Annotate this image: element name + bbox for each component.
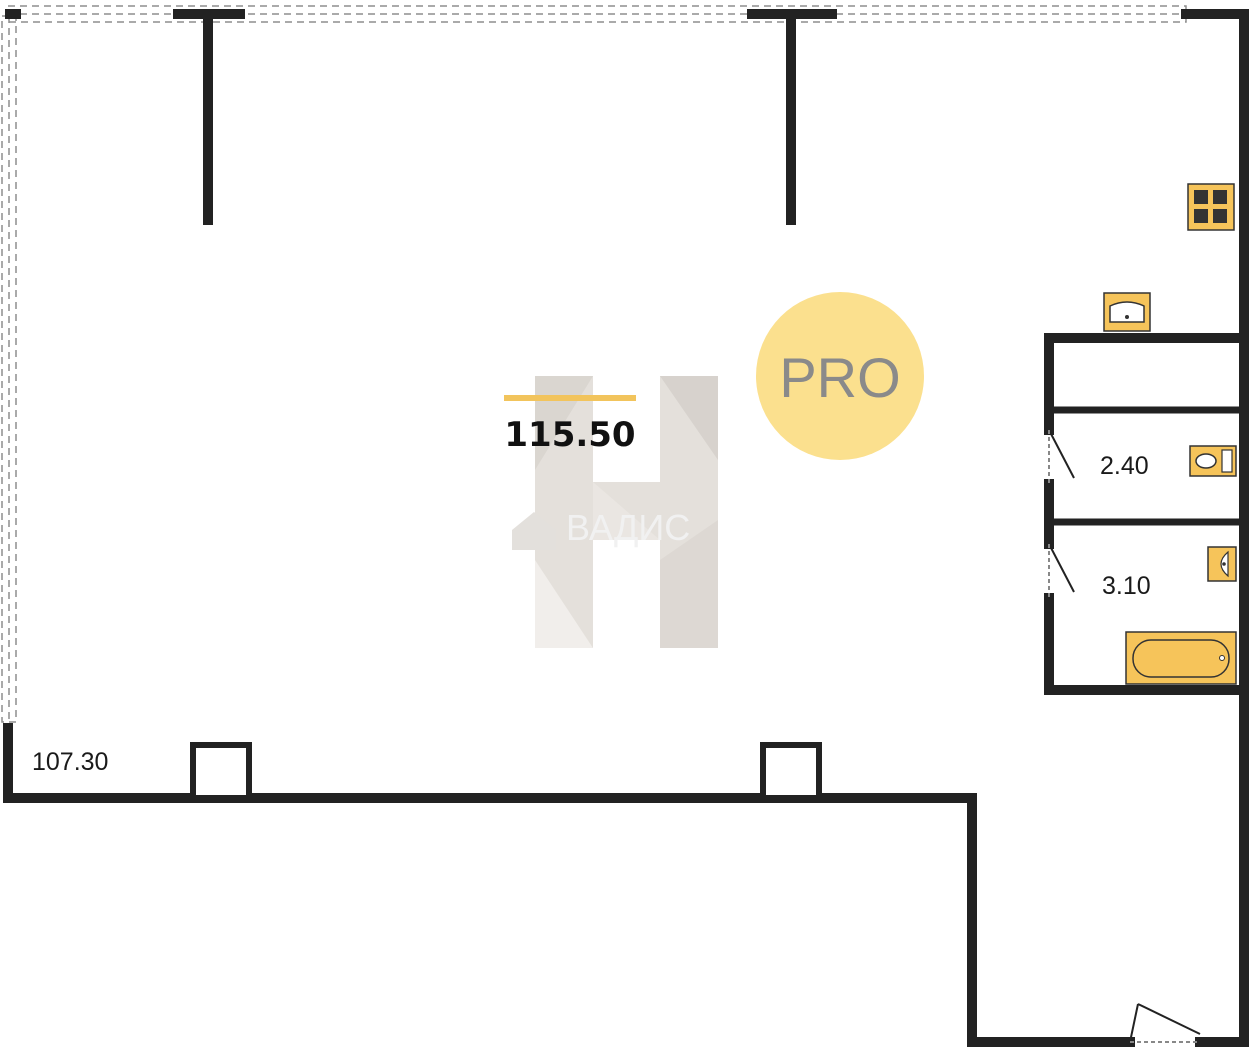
column-right <box>760 742 822 801</box>
room-area-main-hall: 107.30 <box>32 748 108 776</box>
watermark-logo <box>535 376 718 648</box>
washbasin-icon <box>1207 546 1237 582</box>
room-area-bathroom: 3.10 <box>1102 572 1151 600</box>
room-area-toilet: 2.40 <box>1100 452 1149 480</box>
door-bathroom <box>1048 543 1075 598</box>
column-left <box>190 742 252 801</box>
window-left <box>1 15 17 723</box>
watermark-text: ВАДИС <box>566 507 690 548</box>
pro-badge: PRO <box>756 292 924 460</box>
door-toilet <box>1048 429 1075 484</box>
door-entrance <box>1129 1003 1201 1043</box>
total-area-label: 115.50 <box>504 415 635 455</box>
toilet-icon <box>1189 445 1237 477</box>
window-grid-icon <box>1187 183 1235 231</box>
bathtub-icon <box>1125 631 1237 685</box>
wet-block-partitions <box>1049 406 1244 526</box>
kitchen-sink-icon <box>1103 292 1151 332</box>
accent-line <box>504 395 636 401</box>
walls <box>3 9 1249 1047</box>
watermark-text-group: ВАДИС <box>512 507 690 550</box>
total-area-group: 115.50 <box>504 395 636 455</box>
pro-badge-text: PRO <box>779 346 900 409</box>
house-icon <box>512 512 556 550</box>
